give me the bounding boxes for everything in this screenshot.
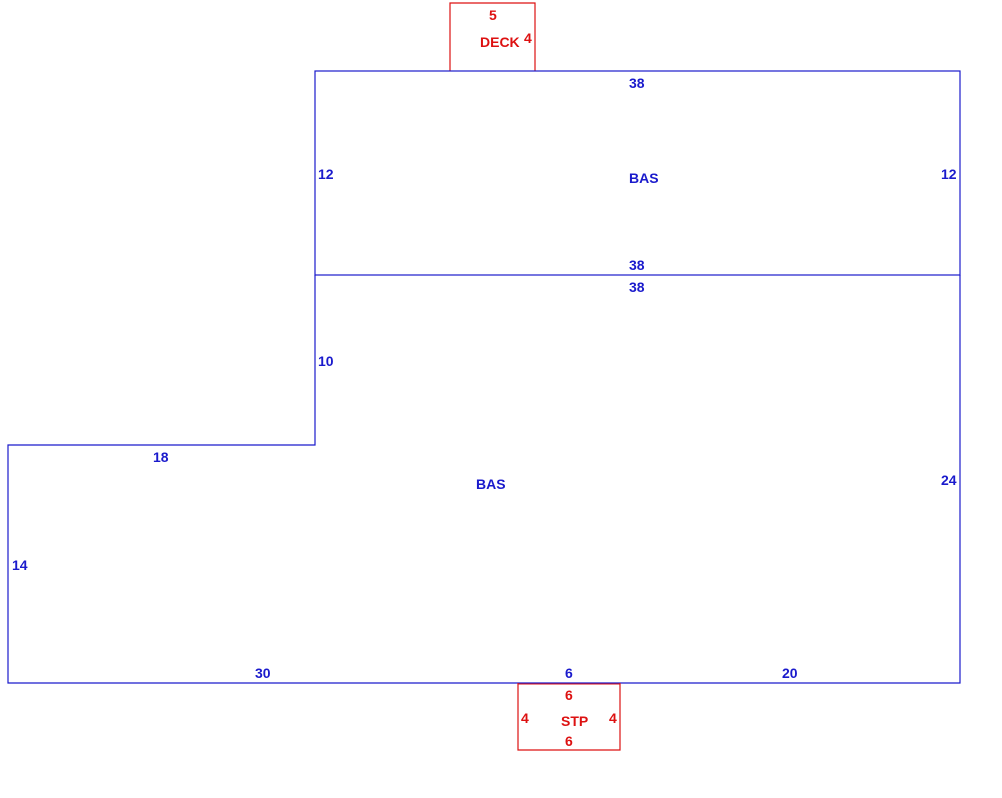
upper-bas-left-dimension: 12	[318, 166, 334, 182]
deck-top-dimension: 5	[489, 7, 497, 23]
stoop-label: STP	[561, 713, 588, 729]
stoop-right-dimension: 4	[609, 710, 617, 726]
lower-bas-bottom-left-dimension: 30	[255, 665, 271, 681]
deck-area: DECK 5 4	[449, 2, 536, 71]
lower-bas-right-dimension: 24	[941, 472, 957, 488]
upper-bas-bottom-dimension: 38	[629, 257, 645, 273]
lower-bas-outline	[7, 275, 961, 684]
lower-bas-bottom-mid-dimension: 6	[565, 665, 573, 681]
deck-label: DECK	[480, 34, 520, 50]
upper-bas-label: BAS	[629, 170, 659, 186]
lower-bas-area: BAS 38 10 18 14 24 30 6 20	[7, 275, 961, 684]
upper-bas-outline	[314, 70, 961, 276]
lower-bas-step-dimension: 10	[318, 353, 334, 369]
lower-bas-ledge-dimension: 18	[153, 449, 169, 465]
deck-outline	[449, 2, 536, 71]
stoop-left-dimension: 4	[521, 710, 529, 726]
lower-bas-left-dimension: 14	[12, 557, 28, 573]
stoop-top-dimension: 6	[565, 687, 573, 703]
deck-right-dimension: 4	[524, 30, 532, 46]
lower-bas-label: BAS	[476, 476, 506, 492]
upper-bas-area: BAS 38 38 12 12	[314, 70, 961, 276]
lower-bas-bottom-right-dimension: 20	[782, 665, 798, 681]
upper-bas-right-dimension: 12	[941, 166, 957, 182]
stoop-outline	[517, 683, 621, 751]
stoop-area: STP 6 6 4 4	[517, 683, 621, 751]
stoop-bottom-dimension: 6	[565, 733, 573, 749]
lower-bas-top-dimension: 38	[629, 279, 645, 295]
upper-bas-top-dimension: 38	[629, 75, 645, 91]
